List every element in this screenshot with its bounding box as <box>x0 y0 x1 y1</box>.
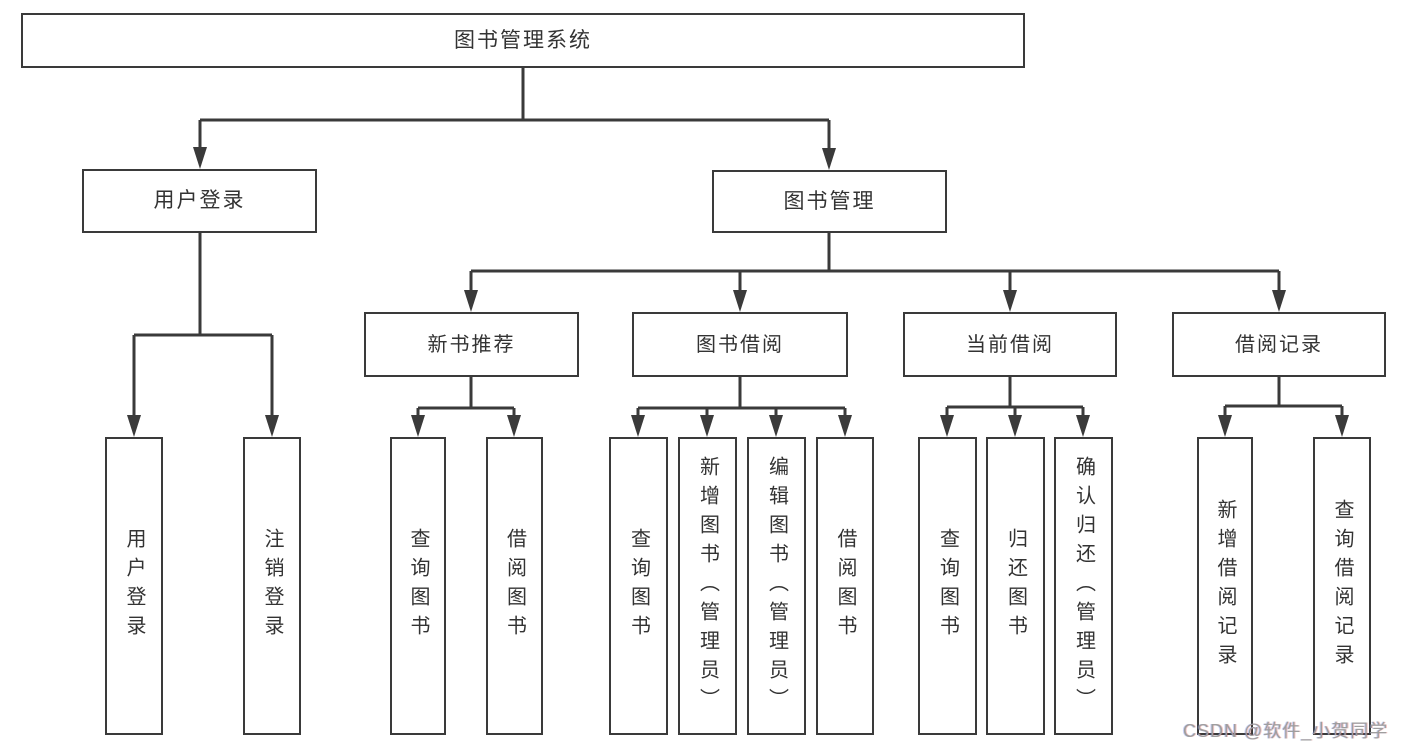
edge-book-borrow-trunk <box>636 377 847 421</box>
leaf-add-borrow-record: 新增借阅记录 <box>1197 437 1253 735</box>
node-borrow-records: 借阅记录 <box>1172 312 1386 377</box>
leaf-query-book-current: 查询图书 <box>918 437 977 735</box>
csdn-watermark: CSDN @软件_小贺同学 <box>1183 721 1389 741</box>
edge-borrow-records-trunk <box>1223 377 1344 421</box>
edge-current-borrow-trunk <box>945 377 1085 421</box>
node-new-book-recommend: 新书推荐 <box>364 312 579 377</box>
leaf-confirm-return-admin: 确认归还（管理员） <box>1054 437 1113 735</box>
node-current-borrow: 当前借阅 <box>903 312 1117 377</box>
edge-user-login-trunk <box>132 233 274 421</box>
leaf-add-book-admin: 新增图书（管理员） <box>678 437 737 735</box>
leaf-logout: 注销登录 <box>243 437 301 735</box>
node-book-borrow: 图书借阅 <box>632 312 848 377</box>
leaf-query-book-borrow: 查询图书 <box>609 437 668 735</box>
edge-new-book-trunk <box>416 377 516 421</box>
arrowheads <box>127 147 1349 437</box>
leaf-user-login: 用户登录 <box>105 437 163 735</box>
node-book-management: 图书管理 <box>712 170 947 233</box>
edge-root-trunk <box>198 68 831 152</box>
leaf-query-book-recommend: 查询图书 <box>390 437 446 735</box>
leaf-borrow-book: 借阅图书 <box>816 437 874 735</box>
leaf-borrow-book-recommend: 借阅图书 <box>486 437 543 735</box>
leaf-edit-book-admin: 编辑图书（管理员） <box>747 437 806 735</box>
leaf-query-borrow-record: 查询借阅记录 <box>1313 437 1371 735</box>
node-root: 图书管理系统 <box>21 13 1025 68</box>
edge-book-mgmt-trunk <box>469 233 1281 296</box>
leaf-return-book: 归还图书 <box>986 437 1045 735</box>
node-user-login: 用户登录 <box>82 169 317 233</box>
